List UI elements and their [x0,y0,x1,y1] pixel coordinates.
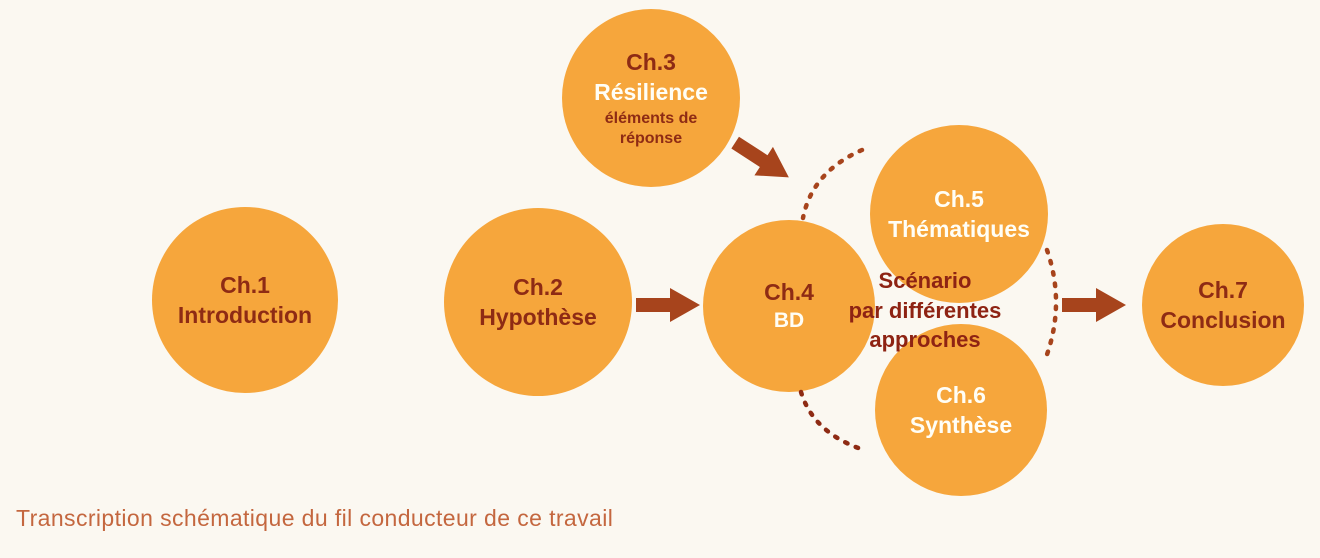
node-ch3: Ch.3 Résilience éléments de réponse [562,9,740,187]
dashed-arc-upper-left [800,147,865,221]
chapter-title: Introduction [177,302,313,328]
chapter-number: Ch.2 [513,273,563,300]
arrow-ch3-to-cluster-icon [731,136,789,178]
chapter-number: Ch.5 [934,185,984,212]
arrow-cluster-to-ch7-icon [1062,288,1126,322]
chapter-title: Conclusion [1160,307,1286,333]
node-ch2: Ch.2 Hypothèse [444,208,632,396]
chapter-number: Ch.6 [936,381,986,408]
node-ch6: Ch.6 Synthèse [875,324,1047,496]
cluster-label: Scénario par différentes approches [848,268,1002,353]
node-ch7: Ch.7 Conclusion [1142,224,1304,386]
chapter-number: Ch.4 [764,278,814,305]
chapter-title: Résilience [594,79,708,105]
dashed-arc-right [1042,247,1059,363]
figure-caption: Transcription schématique du fil conduct… [16,505,614,531]
chapter-subtitle: éléments de réponse [604,110,698,148]
chapter-number: Ch.7 [1198,276,1248,303]
chapter-number: Ch.3 [626,48,676,75]
chapter-title: Synthèse [909,412,1013,438]
node-ch1: Ch.1 Introduction [152,207,338,393]
node-ch4: Ch.4 BD [703,220,875,392]
chapter-title: Hypothèse [479,304,597,330]
chapter-title: Thématiques [888,216,1030,242]
node-ch5: Ch.5 Thématiques [870,125,1048,303]
arrow-ch2-to-ch4-icon [636,288,700,322]
chapter-title: BD [773,309,805,333]
dashed-arc-lower-left [798,389,864,452]
chapter-number: Ch.1 [220,271,270,298]
